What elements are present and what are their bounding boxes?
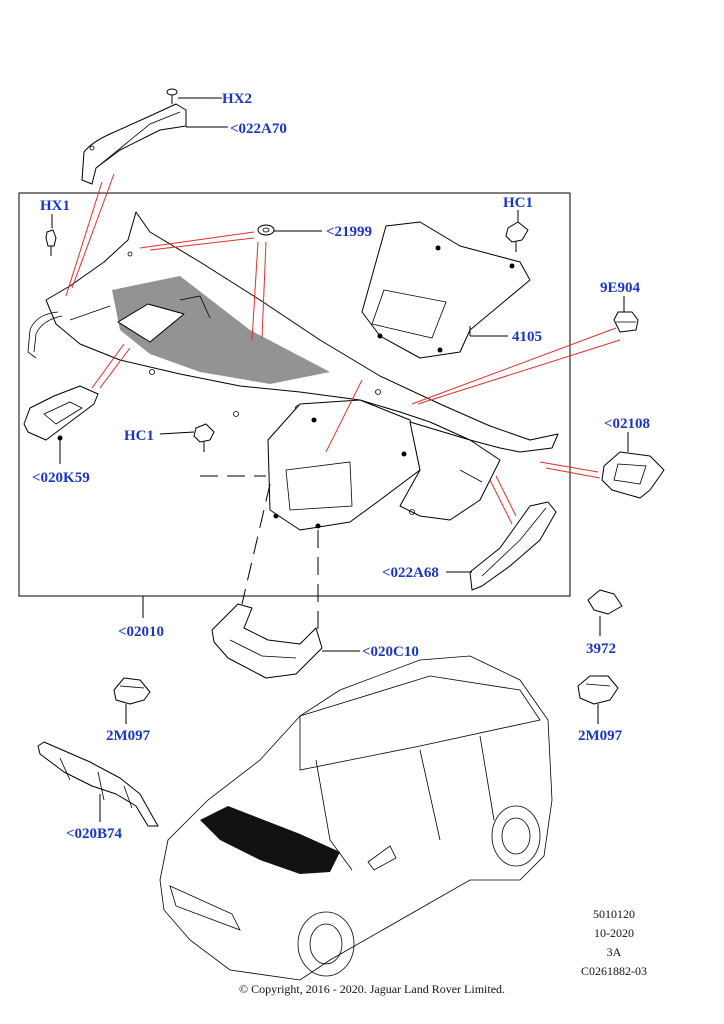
- screw-hx2-part[interactable]: [166, 88, 178, 104]
- label-hx1[interactable]: HX1: [40, 198, 70, 214]
- label-020k59[interactable]: <020K59: [32, 470, 90, 486]
- label-02010[interactable]: <02010: [118, 624, 164, 640]
- footer-info: 5010120 10-2020 3A C0261882-03 © Copyrig…: [239, 907, 647, 996]
- bracket-2m097-left-part[interactable]: [113, 677, 151, 705]
- hose-part: [27, 311, 63, 359]
- label-022a68[interactable]: <022A68: [382, 565, 439, 581]
- label-02108[interactable]: <02108: [604, 416, 650, 432]
- assembly-frame: [18, 192, 571, 597]
- leader-lines: [51, 97, 629, 822]
- footer-copyright: © Copyright, 2016 - 2020. Jaguar Land Ro…: [239, 982, 505, 996]
- label-hc1-mid[interactable]: HC1: [124, 428, 154, 444]
- right-lower-panel-part[interactable]: [399, 421, 501, 521]
- grommet-21999-part[interactable]: [257, 224, 275, 236]
- clip-hc1-top-part[interactable]: [505, 221, 529, 252]
- cap-3972-part[interactable]: [587, 589, 623, 615]
- footer-ref1: 5010120: [593, 907, 635, 921]
- center-cover-part[interactable]: [267, 399, 421, 531]
- label-3972[interactable]: 3972: [586, 641, 616, 657]
- cowl-panel-part[interactable]: [45, 211, 559, 453]
- bracket-02108-part[interactable]: [601, 451, 665, 499]
- clip-hc1-mid-part[interactable]: [193, 423, 215, 452]
- footer-ref2: 10-2020: [594, 926, 634, 940]
- bracket-2m097-right-part[interactable]: [577, 675, 619, 705]
- red-leader-lines: [65, 173, 621, 525]
- label-hc1-top[interactable]: HC1: [503, 195, 533, 211]
- footer-ref3: 3A: [607, 945, 622, 959]
- strip-022a68-part[interactable]: [469, 501, 557, 591]
- label-020b74[interactable]: <020B74: [66, 826, 123, 842]
- label-020c10[interactable]: <020C10: [362, 644, 419, 660]
- cover-4105-part[interactable]: [361, 221, 531, 359]
- upper-bracket-part[interactable]: [81, 103, 187, 185]
- cover-020k59-part[interactable]: [23, 385, 99, 441]
- clip-hx1-part[interactable]: [45, 229, 57, 256]
- label-hx2[interactable]: HX2: [222, 91, 252, 107]
- label-2m097-left[interactable]: 2M097: [106, 728, 151, 744]
- label-022a70[interactable]: <022A70: [230, 121, 287, 137]
- label-4105[interactable]: 4105: [512, 329, 542, 345]
- vehicle-illustration: [159, 655, 553, 981]
- duct-020c10-part[interactable]: [211, 603, 323, 679]
- dashed-assembly-lines: [200, 475, 319, 636]
- footer-ref4: C0261882-03: [581, 964, 647, 978]
- label-2m097-right[interactable]: 2M097: [578, 728, 623, 744]
- label-9e904[interactable]: 9E904: [600, 280, 641, 296]
- label-21999[interactable]: <21999: [326, 224, 372, 240]
- buffer-9e904-part[interactable]: [613, 311, 639, 333]
- part-labels: HX2 <022A70 HX1 <21999 HC1 9E904 4105 HC…: [32, 91, 650, 842]
- strip-020b74-part[interactable]: [37, 741, 159, 827]
